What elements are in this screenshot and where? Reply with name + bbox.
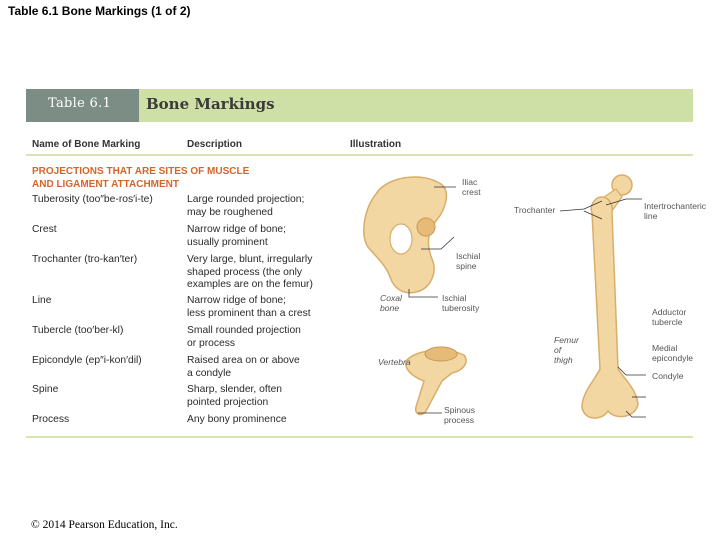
desc-line: Very large, blunt, irregularly: [187, 254, 313, 265]
row-desc-spine: Sharp, slender, often pointed projection: [187, 384, 337, 409]
label-vertebra: Vertebra: [378, 357, 411, 367]
label-line: Ischial: [456, 251, 481, 261]
row-desc-process: Any bony prominence: [187, 414, 337, 427]
section-heading-line-2: AND LIGAMENT ATTACHMENT: [32, 179, 180, 190]
table-banner: Table 6.1 Bone Markings: [26, 89, 693, 122]
label-line: epicondyle: [652, 353, 694, 363]
desc-line: Any bony prominence: [187, 414, 287, 425]
femur-drawing: [581, 174, 639, 419]
leader-lines: [408, 186, 646, 418]
desc-line: shaped process (the only: [187, 266, 303, 278]
label-iliac-crest: Iliac crest: [462, 177, 481, 197]
desc-line: examples are on the femur): [187, 279, 313, 290]
table-number-tag: Table 6.1: [26, 89, 139, 122]
desc-line: a condyle: [187, 367, 232, 379]
table-number: Table 6.1: [48, 96, 112, 111]
label-ischial-spine: Ischial spine: [456, 251, 480, 271]
row-name-process: Process: [32, 414, 70, 425]
label-condyle: Condyle: [652, 371, 684, 381]
femoral-shaft: [581, 196, 639, 419]
label-line: Coxal: [380, 293, 402, 303]
row-desc-tuberosity: Large rounded projection; may be roughen…: [187, 194, 337, 219]
label-line: Intertrochanteric: [644, 201, 707, 211]
desc-line: Narrow ridge of bone;: [187, 224, 287, 235]
label-line: process: [444, 415, 475, 425]
label-line: Spinous: [444, 405, 476, 415]
row-name-crest: Crest: [32, 224, 57, 235]
desc-line: Raised area on or above: [187, 355, 300, 366]
copyright-footer: © 2014 Pearson Education, Inc.: [31, 519, 178, 531]
row-name-epicondyle: Epicondyle (ep″i-kon′dil): [32, 355, 142, 366]
row-desc-epicondyle: Raised area on or above a condyle: [187, 355, 337, 380]
desc-line: or process: [187, 337, 236, 349]
row-desc-trochanter: Very large, blunt, irregularly shaped pr…: [187, 254, 337, 292]
label-line: bone: [380, 303, 400, 313]
footer-rule: [26, 436, 693, 438]
label-femur-of-thigh: Femur of thigh: [554, 335, 579, 365]
label-line: of: [554, 345, 562, 355]
desc-line: Narrow ridge of bone;: [187, 295, 287, 306]
label-line: Ischial: [442, 293, 467, 303]
vertebra-drawing: [405, 346, 467, 416]
bone-illustration-svg: [363, 174, 646, 419]
label-line: Femur: [554, 335, 579, 345]
bone-illustration: Iliac crest Ischial spine Coxal bone Isc…: [346, 149, 706, 434]
label-spinous-process: Spinous process: [444, 405, 475, 425]
column-header-name: Name of Bone Marking: [32, 139, 141, 150]
section-heading-line-1: PROJECTIONS THAT ARE SITES OF MUSCLE: [32, 166, 250, 177]
desc-line: Small rounded projection: [187, 325, 301, 336]
row-desc-tubercle: Small rounded projection or process: [187, 325, 337, 350]
desc-line: may be roughened: [187, 206, 273, 218]
header-rule: [26, 154, 693, 156]
label-coxal-bone: Coxal bone: [380, 293, 402, 313]
row-name-tubercle: Tubercle (too′ber-kl): [32, 325, 124, 336]
desc-line: pointed projection: [187, 396, 269, 408]
bone-markings-table: Table 6.1 Bone Markings Name of Bone Mar…: [26, 89, 706, 439]
label-line: tuberosity: [442, 303, 480, 313]
row-desc-crest: Narrow ridge of bone; usually prominent: [187, 224, 337, 249]
acetabulum: [416, 217, 436, 237]
desc-line: Sharp, slender, often: [187, 384, 283, 395]
row-name-spine: Spine: [32, 384, 59, 395]
label-ischial-tuberosity: Ischial tuberosity: [442, 293, 479, 313]
label-line: thigh: [554, 355, 573, 365]
section-heading: PROJECTIONS THAT ARE SITES OF MUSCLE AND…: [32, 165, 292, 191]
slide-title: Table 6.1 Bone Markings (1 of 2): [8, 4, 191, 18]
obturator-foramen: [389, 223, 413, 255]
desc-line: Large rounded projection;: [187, 194, 305, 205]
table-title: Bone Markings: [146, 95, 275, 113]
column-header-illustration: Illustration: [350, 139, 402, 150]
label-adductor-tubercle: Adductor tubercle: [652, 307, 686, 327]
row-name-tuberosity: Tuberosity (too″be-ros′i-te): [32, 194, 153, 205]
label-line: line: [644, 211, 658, 221]
row-name-line: Line: [32, 295, 52, 306]
row-name-trochanter: Trochanter (tro-kan′ter): [32, 254, 138, 265]
label-trochanter: Trochanter: [514, 205, 556, 215]
desc-line: less prominent than a crest: [187, 307, 311, 319]
label-line: spine: [456, 261, 477, 271]
label-line: Iliac: [462, 177, 478, 187]
desc-line: usually prominent: [187, 236, 268, 248]
row-desc-line: Narrow ridge of bone; less prominent tha…: [187, 295, 337, 320]
label-medial-epicondyle: Medial epicondyle: [652, 343, 693, 363]
vertebral-body: [424, 346, 458, 362]
coxal-bone-drawing: [363, 176, 448, 294]
column-header-description: Description: [187, 139, 243, 150]
label-line: tubercle: [652, 317, 683, 327]
label-line: Medial: [652, 343, 678, 353]
label-line: crest: [462, 187, 481, 197]
label-line: Adductor: [652, 307, 687, 317]
label-intertrochanteric-line: Intertrochanteric line: [644, 201, 706, 221]
